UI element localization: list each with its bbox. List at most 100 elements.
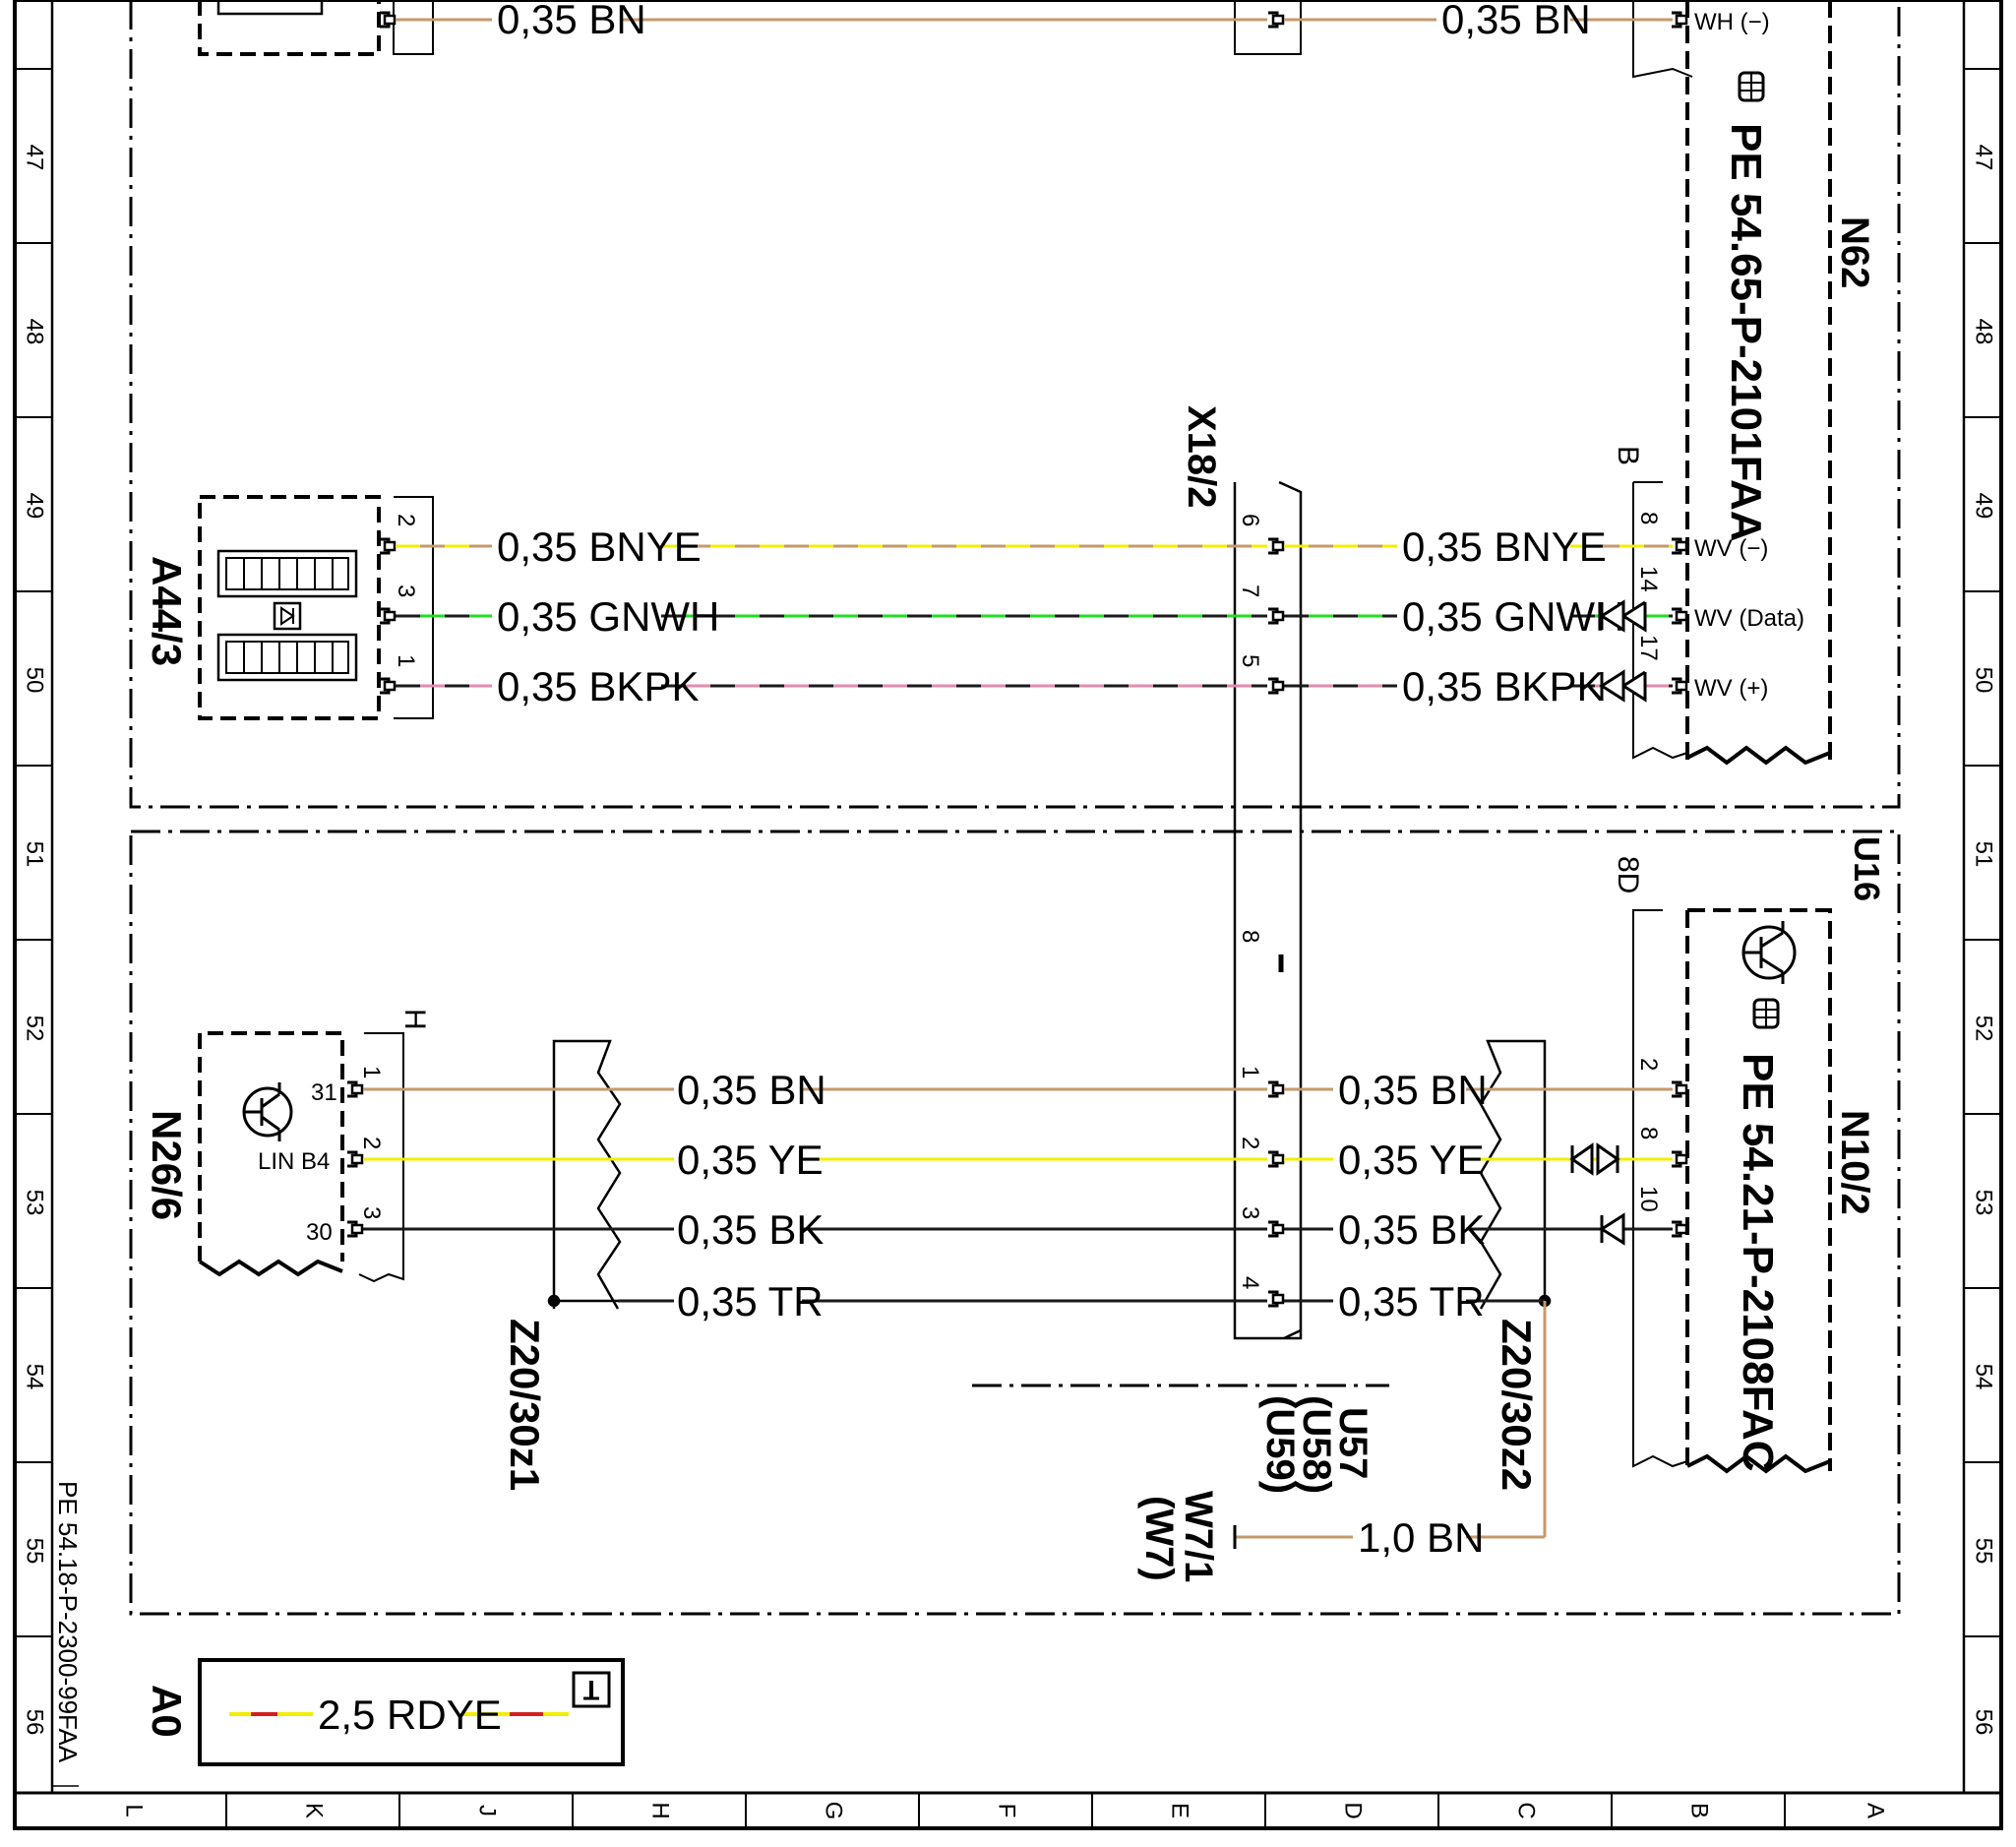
transistor-icon — [1741, 921, 1797, 984]
n62-label: N62 — [1833, 216, 1876, 288]
pin-number: 14 — [1635, 566, 1662, 592]
pin-number: 8 — [1635, 512, 1662, 524]
pin-number: 3 — [1237, 1206, 1263, 1219]
w7-label: (W7) — [1137, 1496, 1181, 1581]
row-number: 50 — [22, 667, 48, 694]
row-number: 47 — [22, 145, 48, 171]
splice-z20-30z2 — [1479, 1039, 1552, 1310]
pin-number: 3 — [358, 1206, 385, 1219]
wire-label: 2,5 RDYE — [318, 1692, 502, 1738]
n10-2-reference: PE 54.21-P-2108FAC — [1734, 1053, 1782, 1472]
pin-number: 7 — [1237, 585, 1263, 597]
n62-module: PE 54.65-P-2101FAA N62 B — [1612, 0, 1876, 766]
row-number: 52 — [22, 1016, 48, 1042]
wire-label: 0,35 BNYE — [497, 523, 702, 570]
wire-label: 0,35 TR — [1338, 1278, 1485, 1324]
row-number-labels: 47 48 49 50 51 52 53 54 55 56 47 48 49 5… — [22, 145, 1997, 1736]
wire-label: 0,35 GNWH — [497, 593, 719, 640]
column-letter: C — [1513, 1802, 1540, 1818]
row-number: 55 — [22, 1538, 48, 1565]
wire-label: 0,35 BN — [677, 1067, 826, 1113]
row-number: 49 — [22, 493, 48, 520]
connector-h-label: H — [398, 1009, 431, 1030]
x18-2-connector: X18/2 — [1180, 405, 1303, 1340]
wire-label: 0,35 GNWH — [1402, 593, 1624, 640]
w7-1-label: W7/1 — [1177, 1491, 1220, 1582]
row-number: 56 — [1971, 1709, 1997, 1736]
splice-z20-30z1 — [547, 1039, 622, 1310]
row-number: 47 — [1971, 145, 1997, 171]
row-number: 54 — [22, 1364, 48, 1390]
n10-2-module: U16 8D PE 54.21-P-2108FAC N10/2 — [1612, 836, 1887, 1474]
pin-number: 3 — [393, 585, 419, 597]
column-letter: A — [1863, 1803, 1889, 1818]
a44-3-label: A44/3 — [144, 556, 190, 666]
pin-label: 30 — [306, 1219, 333, 1246]
pin-number: 2 — [1237, 1137, 1263, 1149]
pin-label: WV (Data) — [1694, 605, 1804, 632]
pin-number: 4 — [1237, 1276, 1263, 1289]
z20-30z2-label: Z20/30z2 — [1494, 1319, 1540, 1491]
column-letter: B — [1686, 1803, 1713, 1818]
wire-label: 0,35 TR — [677, 1278, 824, 1324]
wire-label: 0,35 BNYE — [1402, 523, 1607, 570]
pin-label: WH (−) — [1694, 9, 1770, 35]
column-letter: K — [301, 1803, 328, 1818]
row-number: 54 — [1971, 1364, 1997, 1390]
pin-number: 2 — [358, 1137, 385, 1149]
pin-label: WV (+) — [1694, 675, 1768, 702]
component-boundaries — [129, 0, 1901, 1616]
wire-label: 0,35 BKPK — [497, 663, 699, 709]
transistor-icon — [242, 1082, 293, 1141]
row-number: 53 — [22, 1190, 48, 1216]
pin-label: WV (−) — [1694, 535, 1768, 562]
a44-3-module: A44/3 — [144, 495, 434, 720]
row-number: 53 — [1971, 1190, 1997, 1216]
row-number: 48 — [22, 319, 48, 345]
top-partial-components — [198, 0, 1693, 79]
document-reference: PE 54.18-P-2300-99FAA — [53, 1481, 83, 1763]
n26-6-module: N26/6 H LIN B4 31 30 — [144, 1009, 431, 1283]
wire-label: 0,35 BN — [1338, 1067, 1488, 1113]
connector-8d-label: 8D — [1612, 856, 1644, 893]
pin-number: 1 — [1237, 1066, 1263, 1078]
pin-number: 1 — [358, 1066, 385, 1078]
row-number: 56 — [22, 1709, 48, 1736]
pin-number: 2 — [393, 514, 419, 526]
u59-label: (U59) — [1258, 1395, 1302, 1494]
wire-label: 0,35 BN — [1441, 0, 1591, 42]
connector-b-label: B — [1612, 446, 1644, 465]
x18-2-label: X18/2 — [1180, 405, 1223, 509]
column-letter: J — [474, 1805, 501, 1816]
pin-label: 31 — [311, 1079, 337, 1106]
display-icon — [216, 549, 358, 682]
wire-label: 0,35 BN — [497, 0, 646, 42]
pin-number: 6 — [1237, 514, 1263, 526]
a0-label: A0 — [144, 1685, 190, 1738]
row-number: 50 — [1971, 667, 1997, 694]
row-number: 48 — [1971, 319, 1997, 345]
lower-wires — [363, 1087, 1673, 1549]
pin-number: 8 — [1237, 930, 1263, 943]
pin-number: 5 — [1237, 654, 1263, 667]
z20-30z1-label: Z20/30z1 — [502, 1319, 548, 1491]
wire-label: 0,35 BK — [677, 1206, 824, 1253]
lin-label: LIN B4 — [258, 1148, 330, 1175]
n62-reference: PE 54.65-P-2101FAA — [1722, 123, 1770, 542]
upper-wires — [396, 544, 1673, 703]
column-letter: D — [1340, 1802, 1367, 1818]
column-letter: E — [1167, 1803, 1193, 1818]
pin-number: 8 — [1635, 1127, 1662, 1139]
column-letter: L — [121, 1804, 148, 1816]
bus-triangles-upper — [1599, 599, 1625, 703]
wire-label: 0,35 YE — [677, 1137, 824, 1183]
u16-label: U16 — [1847, 836, 1887, 901]
u57-label: U57 — [1331, 1407, 1375, 1479]
drawing-frame — [13, 0, 2003, 1830]
wire-label: 0,35 BKPK — [1402, 663, 1604, 709]
pin-number: 10 — [1635, 1186, 1662, 1212]
row-number: 55 — [1971, 1538, 1997, 1565]
hand-pointer-icon — [1738, 71, 1765, 102]
